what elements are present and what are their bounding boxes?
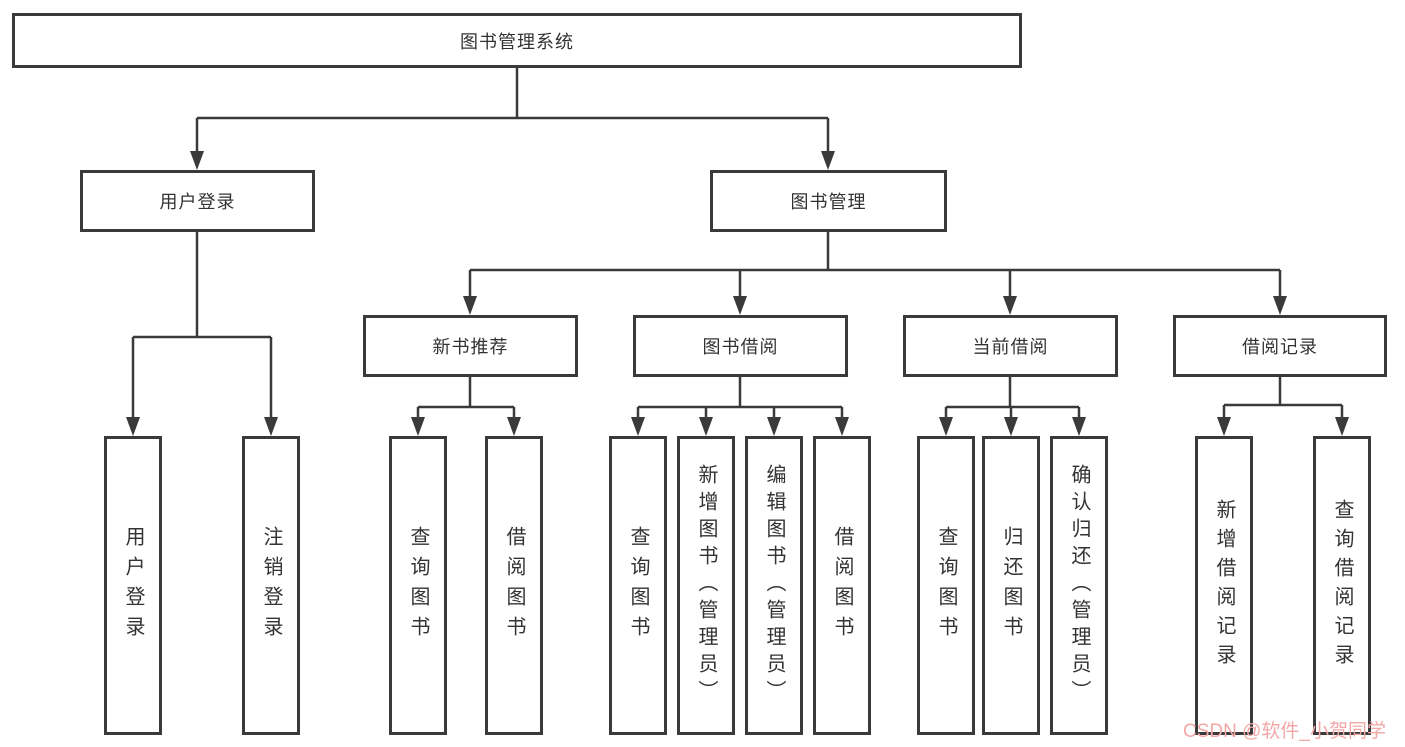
node-user-login-label: 用户登录 — [159, 192, 236, 212]
leaf-add-borrow-record-label: 新增借阅记录 — [1213, 498, 1235, 673]
node-new-book-recommend: 新书推荐 — [363, 315, 578, 377]
leaf-logout: 注销登录 — [242, 436, 300, 735]
leaf-recommend-query-books: 查询图书 — [389, 436, 447, 735]
leaf-add-borrow-record: 新增借阅记录 — [1195, 436, 1253, 735]
leaf-edit-books-admin: 编辑图书（管理员） — [745, 436, 803, 735]
leaf-add-books-admin: 新增图书（管理员） — [677, 436, 735, 735]
connectors-book-management — [463, 232, 1287, 315]
leaf-current-query-books: 查询图书 — [917, 436, 975, 735]
node-book-borrow: 图书借阅 — [633, 315, 848, 377]
leaf-query-borrow-record-label: 查询借阅记录 — [1331, 498, 1353, 673]
node-book-management-label: 图书管理 — [790, 192, 867, 212]
leaf-query-borrow-record: 查询借阅记录 — [1313, 436, 1371, 735]
node-current-borrow: 当前借阅 — [903, 315, 1118, 377]
connectors-new-book-recommend — [411, 377, 521, 436]
node-current-borrow-label: 当前借阅 — [972, 337, 1049, 357]
node-library-system: 图书管理系统 — [12, 13, 1022, 68]
leaf-add-books-admin-label: 新增图书（管理员） — [695, 464, 717, 707]
connectors-current-borrow — [939, 377, 1086, 436]
leaf-user-login: 用户登录 — [104, 436, 162, 735]
node-book-management: 图书管理 — [710, 170, 947, 232]
leaf-borrow-books: 借阅图书 — [813, 436, 871, 735]
connectors-book-borrow — [631, 377, 849, 436]
leaf-borrow-books-label: 借阅图书 — [831, 525, 853, 646]
leaf-logout-label: 注销登录 — [260, 525, 282, 646]
connectors-borrow-records — [1217, 377, 1349, 436]
node-book-borrow-label: 图书借阅 — [702, 337, 779, 357]
leaf-current-query-books-label: 查询图书 — [935, 525, 957, 646]
node-borrow-records: 借阅记录 — [1173, 315, 1387, 377]
leaf-confirm-return-admin-label: 确认归还（管理员） — [1068, 464, 1090, 707]
leaf-recommend-borrow-books: 借阅图书 — [485, 436, 543, 735]
node-user-login: 用户登录 — [80, 170, 315, 232]
leaf-return-books: 归还图书 — [982, 436, 1040, 735]
leaf-borrow-query-books-label: 查询图书 — [627, 525, 649, 646]
node-new-book-recommend-label: 新书推荐 — [432, 337, 509, 357]
leaf-edit-books-admin-label: 编辑图书（管理员） — [763, 464, 785, 707]
leaf-confirm-return-admin: 确认归还（管理员） — [1050, 436, 1108, 735]
leaf-user-login-label: 用户登录 — [122, 525, 144, 646]
leaf-return-books-label: 归还图书 — [1000, 525, 1022, 646]
connectors-root-to-level2 — [190, 68, 835, 170]
node-borrow-records-label: 借阅记录 — [1242, 337, 1318, 357]
watermark: CSDN @软件_小贺同学 — [1183, 721, 1386, 742]
leaf-recommend-borrow-books-label: 借阅图书 — [503, 525, 525, 646]
connectors-user-login — [126, 232, 278, 436]
leaf-borrow-query-books: 查询图书 — [609, 436, 667, 735]
leaf-recommend-query-books-label: 查询图书 — [407, 525, 429, 646]
node-library-system-label: 图书管理系统 — [460, 31, 574, 52]
